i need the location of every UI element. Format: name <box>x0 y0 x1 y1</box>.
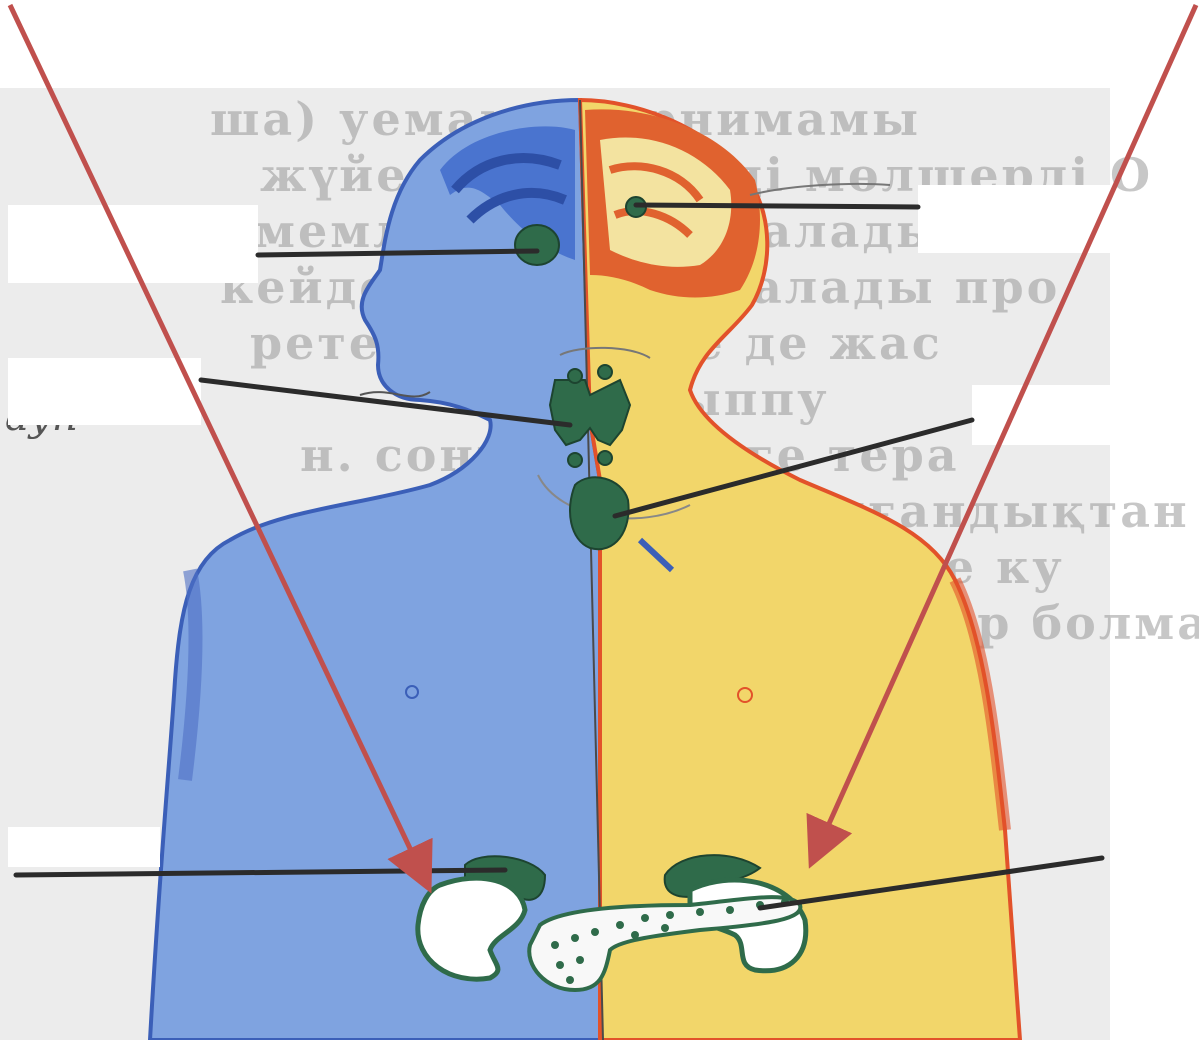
label-box-thyroid <box>8 358 201 425</box>
leader-pineal <box>636 205 918 207</box>
pituitary-gland <box>515 225 559 265</box>
label-box-adrenal <box>8 827 160 867</box>
label-box-pituitary <box>8 205 258 283</box>
label-box-pineal <box>918 185 1110 253</box>
label-box-thymus <box>972 385 1110 445</box>
